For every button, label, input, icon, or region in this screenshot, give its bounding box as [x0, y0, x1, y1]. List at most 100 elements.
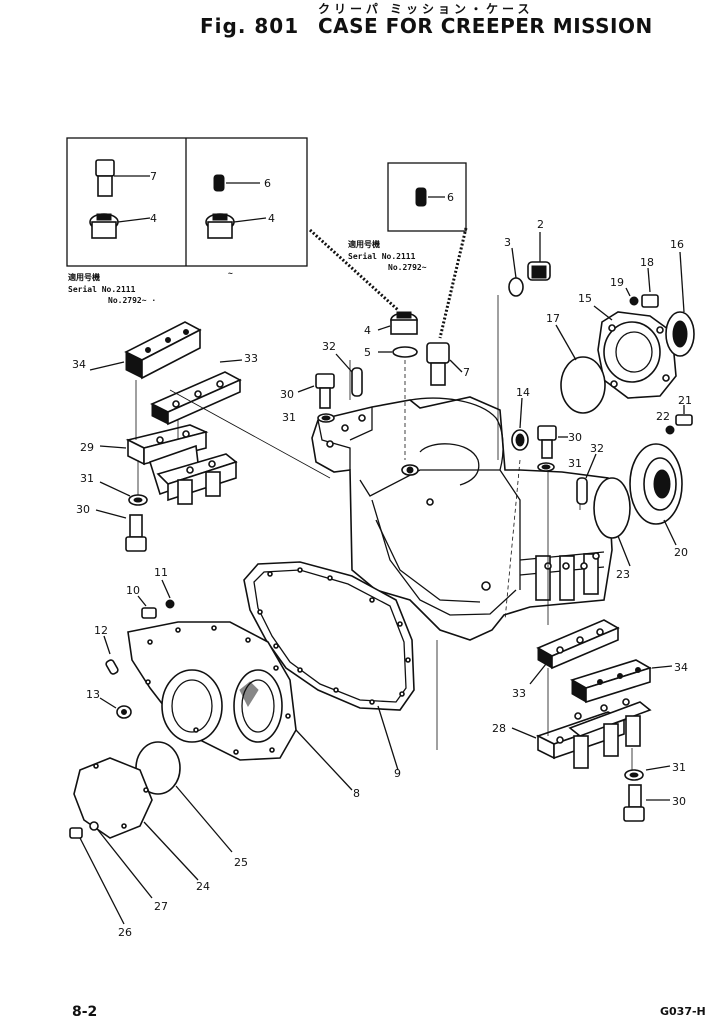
part-number: 19	[610, 276, 624, 289]
oil-seal-2	[527, 232, 551, 281]
gasket-9	[243, 561, 415, 771]
serial-note-right: 適用号機 Serial No.2111 No.2792~	[348, 239, 427, 272]
plug-4	[377, 311, 418, 335]
part-number: 31	[282, 411, 296, 424]
o-ring-25	[135, 741, 233, 853]
pin-32-right	[576, 453, 597, 505]
serial-note-left: 適用号機 Serial No.2111 No.2792~ · ~	[68, 269, 233, 305]
part-number: 30	[76, 503, 90, 516]
page-number: 8-2	[72, 1004, 98, 1020]
part-number: 4	[150, 212, 157, 225]
washer-19	[625, 287, 639, 306]
part-number: 7	[463, 366, 470, 379]
part-number: 30	[672, 795, 686, 808]
figure-title-japanese: クリーパ ミッション・ケース	[318, 2, 534, 16]
part-number: 22	[656, 410, 670, 423]
part-number: 23	[616, 568, 630, 581]
bolt-30-bottom	[623, 784, 670, 822]
bolt-21	[675, 405, 693, 426]
part-number: 14	[516, 386, 530, 399]
svg-text:Serial No.2111: Serial No.2111	[68, 284, 136, 294]
part-number: 27	[154, 900, 168, 913]
drawing-code: G037-H	[660, 1005, 706, 1018]
plug-7-variant-icon	[95, 159, 150, 197]
svg-text:Serial No.2111: Serial No.2111	[348, 251, 416, 261]
part-number: 31	[672, 761, 686, 774]
part-number: 15	[578, 292, 592, 305]
part-number: 5	[364, 346, 371, 359]
part-number: 32	[590, 442, 604, 455]
part-number: 16	[670, 238, 684, 251]
part-number: 13	[86, 688, 100, 701]
part-number: 26	[118, 926, 132, 939]
seal-14	[511, 397, 529, 451]
nut-13	[99, 697, 132, 719]
plate-33-bottom	[529, 619, 620, 685]
svg-text:No.2792~ ·: No.2792~ ·	[108, 296, 156, 305]
washer-5	[378, 346, 418, 358]
part-number: 24	[196, 880, 210, 893]
figure-label: Fig. 801	[200, 14, 300, 38]
plate-33-top	[150, 359, 243, 426]
part-number: 2	[537, 218, 544, 231]
part-number: 29	[80, 441, 94, 454]
part-number: 28	[492, 722, 506, 735]
bolt-30-mid	[537, 425, 568, 459]
plug-4-variant-icon-b	[205, 213, 267, 239]
part-number: 9	[394, 767, 401, 780]
grease-nipple-6-variant-icon	[213, 174, 260, 192]
part-number: 34	[72, 358, 86, 371]
part-number: 4	[268, 212, 275, 225]
figure-title: CASE FOR CREEPER MISSION	[318, 14, 653, 38]
part-number: 30	[568, 431, 582, 444]
svg-text:適用号機: 適用号機	[348, 239, 380, 249]
svg-text:適用号機: 適用号機	[68, 272, 100, 282]
part-number: 10	[126, 584, 140, 597]
part-number: 4	[364, 324, 371, 337]
part-number: 33	[244, 352, 258, 365]
bracket-29	[99, 424, 238, 505]
washer-27	[89, 821, 153, 899]
bearing-cage-15	[593, 305, 677, 399]
shim-34-bottom	[570, 659, 673, 704]
washer-31-left	[99, 481, 148, 506]
part-number: 7	[150, 170, 157, 183]
cover-8	[127, 621, 353, 791]
variant-inset-left: 7 4 6 4	[66, 137, 308, 267]
part-number: 25	[234, 856, 248, 869]
cover-plate-24	[73, 757, 199, 881]
bolt-30-left	[95, 509, 147, 552]
part-number: 18	[640, 256, 654, 269]
part-number: 17	[546, 312, 560, 325]
washer-22	[665, 425, 675, 435]
washer-31-bottom	[624, 765, 671, 781]
part-number: 11	[154, 566, 168, 579]
part-number: 21	[678, 394, 692, 407]
part-number: 32	[322, 340, 336, 353]
plug-4-variant-icon	[89, 213, 151, 239]
part-number: 12	[94, 624, 108, 637]
washer-11	[161, 579, 175, 609]
washer-31-mid	[537, 462, 555, 472]
cover-20	[629, 443, 683, 546]
part-number: 31	[80, 472, 94, 485]
part-number: 6	[447, 191, 454, 204]
seal-16	[665, 251, 695, 357]
bolt-26	[69, 827, 125, 925]
transmission-case	[311, 396, 613, 641]
assembly-guides	[349, 295, 581, 750]
bolt-30-top	[297, 373, 335, 409]
o-ring-3	[508, 247, 524, 297]
bolt-10	[137, 595, 157, 619]
part-number: 3	[504, 236, 511, 249]
part-number: 8	[353, 787, 360, 800]
part-number: 30	[280, 388, 294, 401]
svg-text:No.2792~: No.2792~	[388, 263, 427, 272]
part-number: 6	[264, 177, 271, 190]
part-number: 33	[512, 687, 526, 700]
plug-7	[426, 342, 463, 386]
part-number: 34	[674, 661, 688, 674]
bracket-28	[511, 698, 652, 769]
pin-32-top	[335, 353, 363, 397]
